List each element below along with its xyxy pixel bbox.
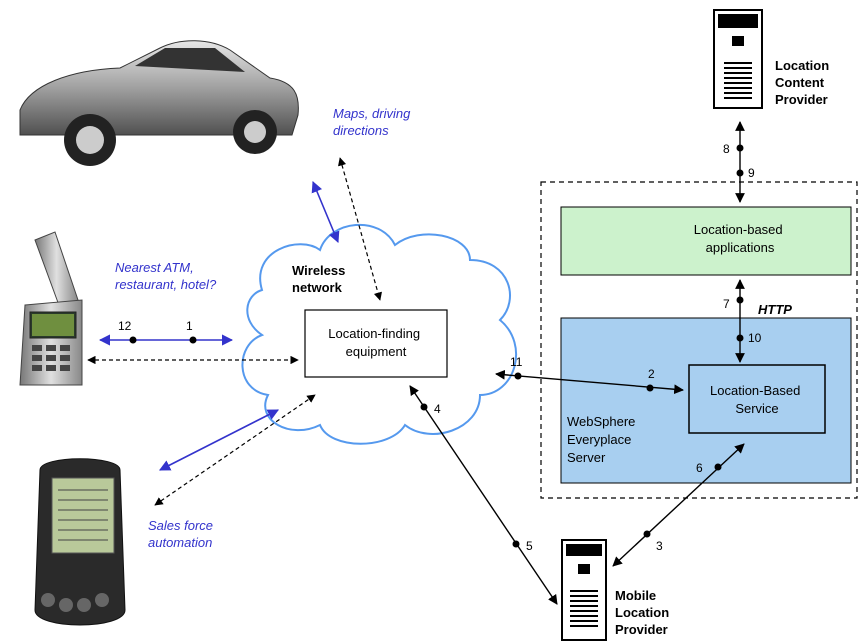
maps-label: Maps, driving directions	[333, 106, 414, 138]
step-12: 12	[118, 319, 132, 333]
car-network-arrow	[311, 180, 340, 244]
pda-dashed-arrow	[154, 394, 316, 506]
flip-phone-image	[19, 231, 83, 386]
step-11: 11	[510, 355, 523, 369]
location-based-service-label: Location-Based Service	[710, 383, 804, 416]
server-boundary	[540, 181, 858, 499]
websphere-label: WebSphere Everyplace Server	[567, 414, 639, 465]
step-6: 6	[696, 461, 703, 475]
server-icon	[561, 539, 607, 641]
step-9: 9	[748, 166, 755, 180]
step-1: 1	[186, 319, 193, 333]
step-3: 3	[656, 539, 663, 553]
step-2: 2	[648, 367, 655, 381]
http-label: HTTP	[758, 302, 792, 317]
step-7: 7	[723, 297, 730, 311]
location-based-applications-box	[560, 206, 852, 276]
car-image	[19, 40, 299, 166]
location-content-provider-label: Location Content Provider	[775, 58, 833, 107]
finding-mlp-arrow	[409, 385, 558, 605]
location-finding-equipment-label: Location-finding equipment	[328, 326, 423, 359]
server-icon	[713, 9, 763, 109]
location-based-service-box	[688, 364, 826, 434]
sales-force-label: Sales force automation	[148, 518, 217, 550]
step-5: 5	[526, 539, 533, 553]
mobile-location-provider-label: Mobile Location Provider	[615, 588, 673, 637]
car-dashed-arrow	[338, 157, 382, 301]
lbs-mlp-arrow	[612, 443, 745, 567]
step-8: 8	[723, 142, 730, 156]
step-4: 4	[434, 402, 441, 416]
pda-image	[34, 458, 126, 626]
location-based-applications-label: Location-based applications	[694, 222, 787, 255]
nearest-atm-label: Nearest ATM, restaurant, hotel?	[115, 260, 217, 292]
location-finding-equipment-box	[304, 309, 448, 378]
wireless-network-label: Wireless network	[292, 263, 349, 295]
step-10: 10	[748, 331, 762, 345]
